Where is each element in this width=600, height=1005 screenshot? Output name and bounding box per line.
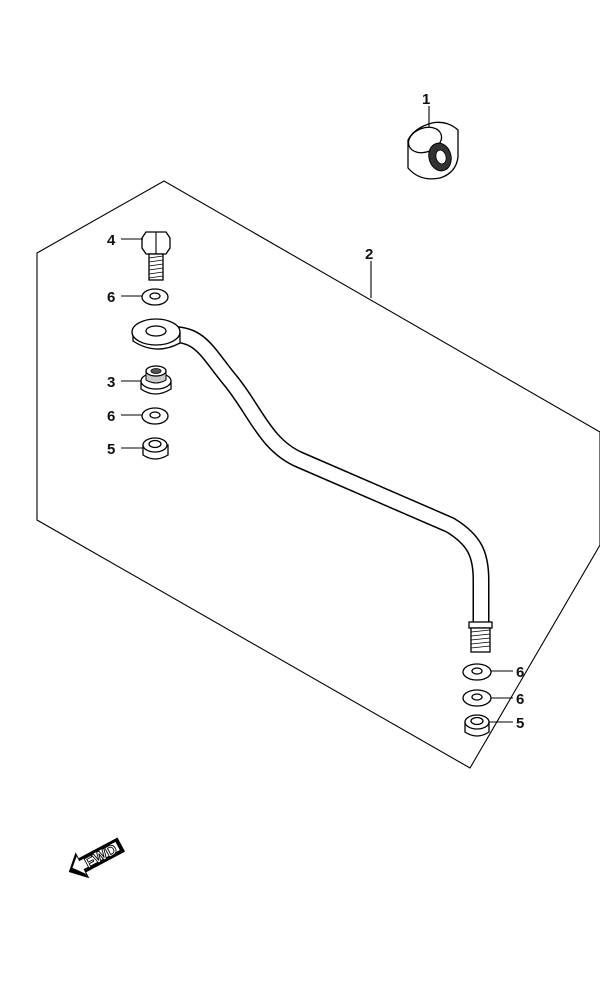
part-nut-1[interactable] xyxy=(405,121,459,180)
callout-5: 5 xyxy=(516,715,524,732)
part-washer-6-upper[interactable] xyxy=(141,288,169,306)
fwd-label: FWD xyxy=(82,841,120,872)
callout-6: 6 xyxy=(107,408,115,425)
callout-1: 1 xyxy=(422,91,430,108)
part-bushing-3[interactable] xyxy=(140,365,172,395)
callout-5: 5 xyxy=(107,441,115,458)
part-nut-5-upper[interactable] xyxy=(142,437,169,460)
callout-6: 6 xyxy=(516,664,524,681)
callout-3: 3 xyxy=(107,374,115,391)
kit-boundary xyxy=(36,180,600,769)
part-washer-6-middle[interactable] xyxy=(141,407,169,425)
callout-6: 6 xyxy=(107,289,115,306)
callout-2: 2 xyxy=(365,246,373,263)
callout-4: 4 xyxy=(107,232,116,249)
leader-lines xyxy=(121,106,513,723)
part-washer-6-right-upper[interactable] xyxy=(462,663,492,681)
callout-6: 6 xyxy=(516,691,524,708)
fwd-arrow-icon: FWD xyxy=(68,837,126,879)
part-bolt-4[interactable] xyxy=(141,231,171,281)
part-washer-6-right-lower[interactable] xyxy=(462,689,492,707)
part-nut-5-lower[interactable] xyxy=(464,714,490,737)
part-drag-link-rod-2[interactable] xyxy=(131,318,493,653)
